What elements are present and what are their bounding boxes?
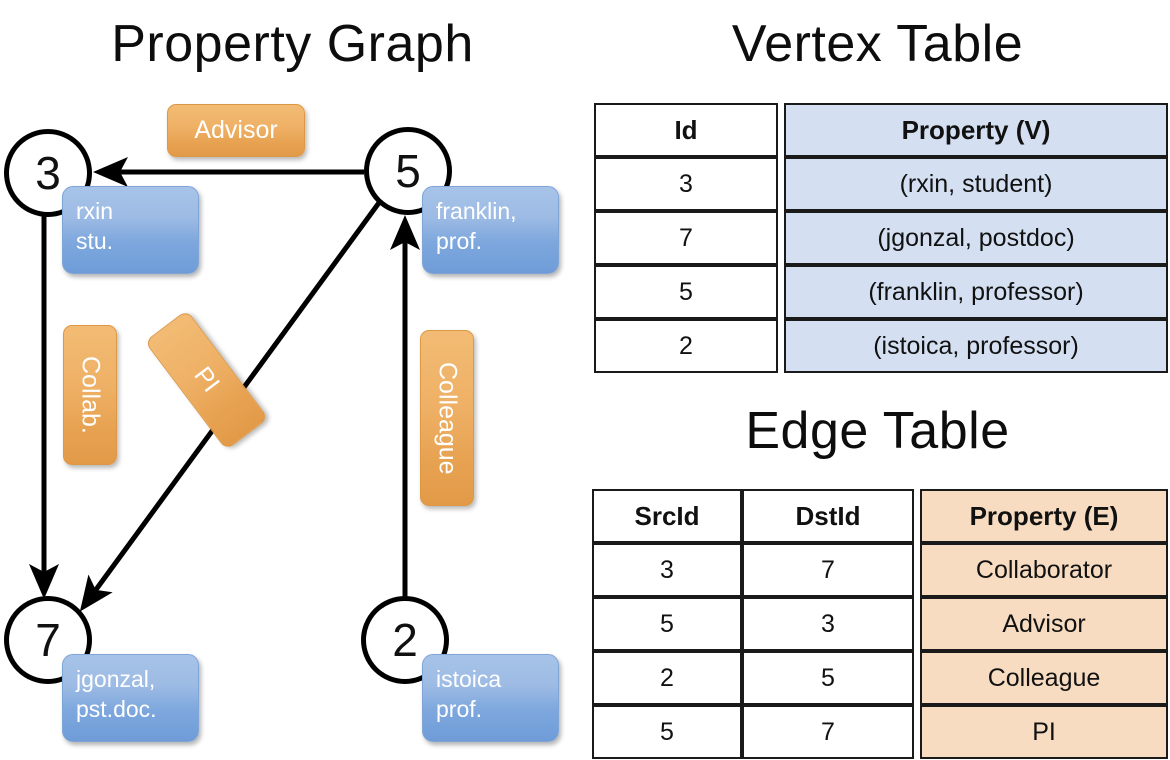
vertex-table-column-gap xyxy=(778,319,784,373)
edge-label-advisor: Advisor xyxy=(167,104,305,157)
vertex-table-header-property: Property (V) xyxy=(784,103,1168,157)
vertex-table-column-gap xyxy=(778,211,784,265)
vertex-row-3-id: 2 xyxy=(594,319,778,373)
vertex-row-3-property: (istoica, professor) xyxy=(784,319,1168,373)
edge-row-0-srcid: 3 xyxy=(592,543,742,597)
edge-row-2-property: Colleague xyxy=(920,651,1168,705)
graph-node-5-label: 5 xyxy=(395,145,421,197)
page-title-edge-table: Edge Table xyxy=(745,402,1010,460)
vertex-row-2-property: (franklin, professor) xyxy=(784,265,1168,319)
graph-node-7-property-line2: pst.doc. xyxy=(76,696,157,723)
edge-table-column-gap xyxy=(914,489,920,543)
vertex-row-0-id: 3 xyxy=(594,157,778,211)
edge-row-1-srcid: 5 xyxy=(592,597,742,651)
vertex-row-2-id: 5 xyxy=(594,265,778,319)
graph-node-2-property-line1: istoica xyxy=(436,666,502,692)
vertex-table-column-gap xyxy=(778,103,784,157)
graph-node-3-label: 3 xyxy=(35,147,61,199)
vertex-table: Id Property (V) 3 (rxin, student) 7 (jgo… xyxy=(594,103,1168,373)
vertex-table-header-row: Id Property (V) xyxy=(594,103,1168,157)
table-row[interactable]: 2 5 Colleague xyxy=(592,651,1168,705)
graph-node-7-property-line1: jgonzal, xyxy=(76,666,156,692)
graph-node-2-property-box: istoica prof. xyxy=(422,654,559,742)
graph-node-2-label: 2 xyxy=(392,614,418,666)
edge-row-2-srcid: 2 xyxy=(592,651,742,705)
edge-table-header-dstid: DstId xyxy=(742,489,914,543)
vertex-row-0-property: (rxin, student) xyxy=(784,157,1168,211)
table-row[interactable]: 3 7 Collaborator xyxy=(592,543,1168,597)
table-row[interactable]: 2 (istoica, professor) xyxy=(594,319,1168,373)
page-title-property-graph: Property Graph xyxy=(111,15,474,73)
edge-row-0-property: Collaborator xyxy=(920,543,1168,597)
graph-node-7-property-box: jgonzal, pst.doc. xyxy=(62,654,199,742)
graph-node-2-property-line2: prof. xyxy=(436,696,483,723)
table-row[interactable]: 3 (rxin, student) xyxy=(594,157,1168,211)
edge-row-0-dstid: 7 xyxy=(742,543,914,597)
graph-node-5[interactable]: 5 xyxy=(364,127,452,215)
edge-row-3-srcid: 5 xyxy=(592,705,742,759)
graph-node-3-property-box: rxin stu. xyxy=(62,186,199,274)
graph-node-5-property-line1: franklin, xyxy=(436,198,517,224)
edge-label-colleague-text: Colleague xyxy=(433,361,462,475)
edge-label-colleague: Colleague xyxy=(420,330,474,506)
graph-node-3-property-line1: rxin xyxy=(76,198,114,224)
vertex-table-column-gap xyxy=(778,157,784,211)
page-title-vertex-table: Vertex Table xyxy=(731,15,1024,73)
edge-label-collab: Collab. xyxy=(63,325,117,465)
graph-node-5-property-box: franklin, prof. xyxy=(422,186,559,274)
graph-node-5-property-line2: prof. xyxy=(436,228,483,255)
edge-table-header-srcid: SrcId xyxy=(592,489,742,543)
edge-row-2-dstid: 5 xyxy=(742,651,914,705)
edge-table-column-gap xyxy=(914,705,920,759)
edge-table-header-property: Property (E) xyxy=(920,489,1168,543)
edge-table-column-gap xyxy=(914,543,920,597)
edge-row-3-property: PI xyxy=(920,705,1168,759)
vertex-table-column-gap xyxy=(778,265,784,319)
edge-table-column-gap xyxy=(914,597,920,651)
edge-row-1-dstid: 3 xyxy=(742,597,914,651)
table-row[interactable]: 5 (franklin, professor) xyxy=(594,265,1168,319)
edge-label-collab-text: Collab. xyxy=(76,356,105,434)
table-row[interactable]: 5 3 Advisor xyxy=(592,597,1168,651)
graph-node-3-property-line2: stu. xyxy=(76,228,114,255)
table-row[interactable]: 7 (jgonzal, postdoc) xyxy=(594,211,1168,265)
edge-table-column-gap xyxy=(914,651,920,705)
edge-row-3-dstid: 7 xyxy=(742,705,914,759)
edge-table: SrcId DstId Property (E) 3 7 Collaborato… xyxy=(592,489,1168,759)
vertex-row-1-property: (jgonzal, postdoc) xyxy=(784,211,1168,265)
edge-row-1-property: Advisor xyxy=(920,597,1168,651)
edge-label-advisor-text: Advisor xyxy=(194,116,278,144)
vertex-table-header-id: Id xyxy=(594,103,778,157)
table-row[interactable]: 5 7 PI xyxy=(592,705,1168,759)
graph-node-7-label: 7 xyxy=(35,614,61,666)
property-graph-diagram: 3 rxin stu. 5 franklin, prof. 7 jgonzal,… xyxy=(4,104,559,742)
edge-table-header-row: SrcId DstId Property (E) xyxy=(592,489,1168,543)
graph-node-2[interactable]: 2 xyxy=(361,596,449,684)
edge-label-pi-text: PI xyxy=(188,361,226,398)
vertex-row-1-id: 7 xyxy=(594,211,778,265)
